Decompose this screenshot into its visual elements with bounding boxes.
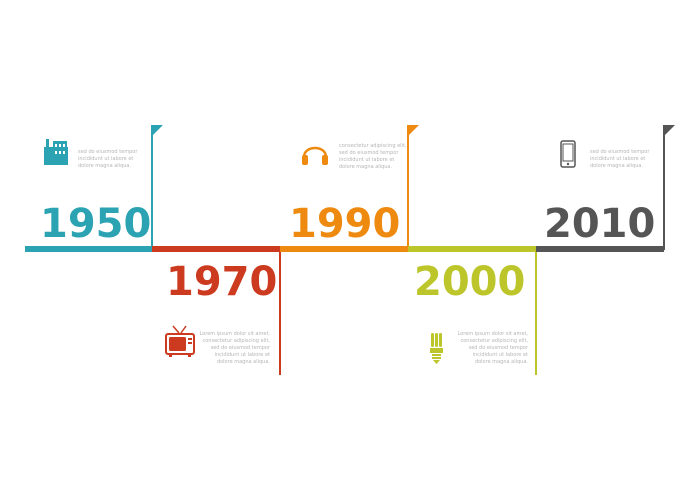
description-1950: sed do eiusmod tempor incididunt ut labo… <box>78 149 138 169</box>
description-2010: sed do eiusmod tempor incididunt ut labo… <box>590 149 650 169</box>
vertical-1970 <box>279 249 281 375</box>
flag-1990 <box>409 125 419 135</box>
description-2000: Lorem ipsum dolor sit amet, consectetur … <box>457 331 528 365</box>
vertical-2000 <box>535 249 537 375</box>
description-1970: Lorem ipsum dolor sit amet, consectetur … <box>199 331 270 365</box>
segment-1990 <box>280 246 408 252</box>
segment-2000 <box>408 246 536 252</box>
flag-1950 <box>153 125 163 135</box>
headphones-icon <box>300 139 330 171</box>
vertical-1950 <box>151 125 153 250</box>
lightbulb-icon <box>428 332 444 368</box>
year-2010: 2010 <box>544 201 656 247</box>
description-1990: consectetur adipiscing elit, sed do eius… <box>339 143 407 170</box>
year-1990: 1990 <box>289 201 401 247</box>
year-1950: 1950 <box>40 201 152 247</box>
factory-icon <box>44 137 68 169</box>
segment-1970 <box>152 246 280 252</box>
tv-icon <box>164 324 196 362</box>
year-2000: 2000 <box>414 259 526 305</box>
year-1970: 1970 <box>166 259 278 305</box>
smartphone-icon <box>560 140 576 172</box>
flag-2010 <box>665 125 675 135</box>
vertical-1990 <box>407 125 409 250</box>
vertical-2010 <box>663 125 665 250</box>
segment-2010 <box>536 246 664 252</box>
segment-1950 <box>25 246 152 252</box>
